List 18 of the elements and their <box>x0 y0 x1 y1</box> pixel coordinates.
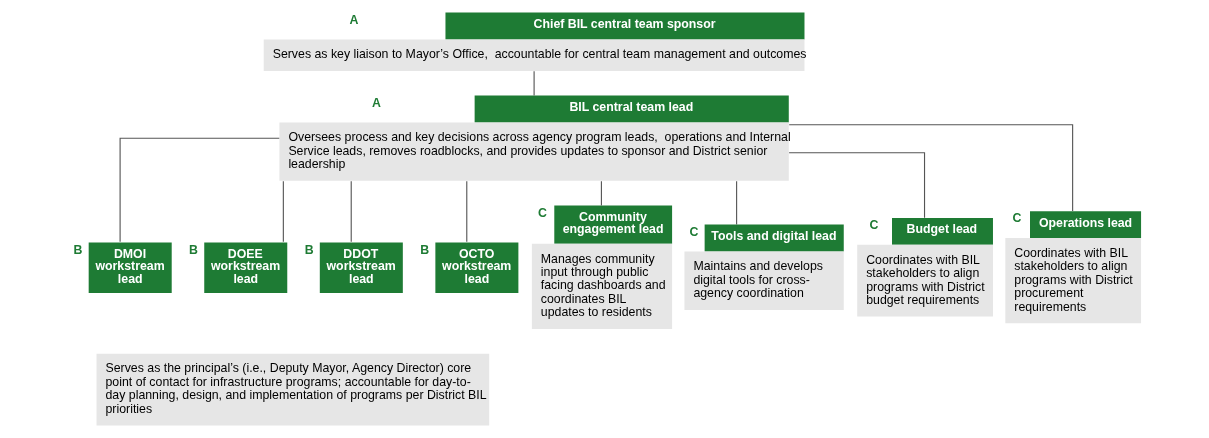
node-label: B <box>304 242 314 257</box>
node-label: B <box>73 242 83 257</box>
node-box: DOEE workstream lead <box>204 242 288 294</box>
connector <box>788 124 1074 212</box>
connector <box>533 70 535 96</box>
node-label: B <box>420 242 430 257</box>
connector <box>350 180 352 243</box>
node-box: DMOI workstream lead <box>88 242 172 294</box>
node-box: OCTO workstream lead <box>435 242 519 294</box>
connector <box>466 180 468 243</box>
connector <box>600 180 602 206</box>
node-label: B <box>189 242 198 257</box>
node-box: DDOT workstream lead <box>319 242 403 294</box>
connector <box>119 137 280 243</box>
connector <box>736 180 738 225</box>
connector <box>788 152 926 219</box>
node-box: Serves as the principal’s (i.e., Deputy Mayor, Agency Director) core point of contact for infrastructure programs; accountable for day-to-day planning, design, and implementation of programs per District BIL priorities <box>96 353 490 426</box>
connector <box>282 180 284 243</box>
